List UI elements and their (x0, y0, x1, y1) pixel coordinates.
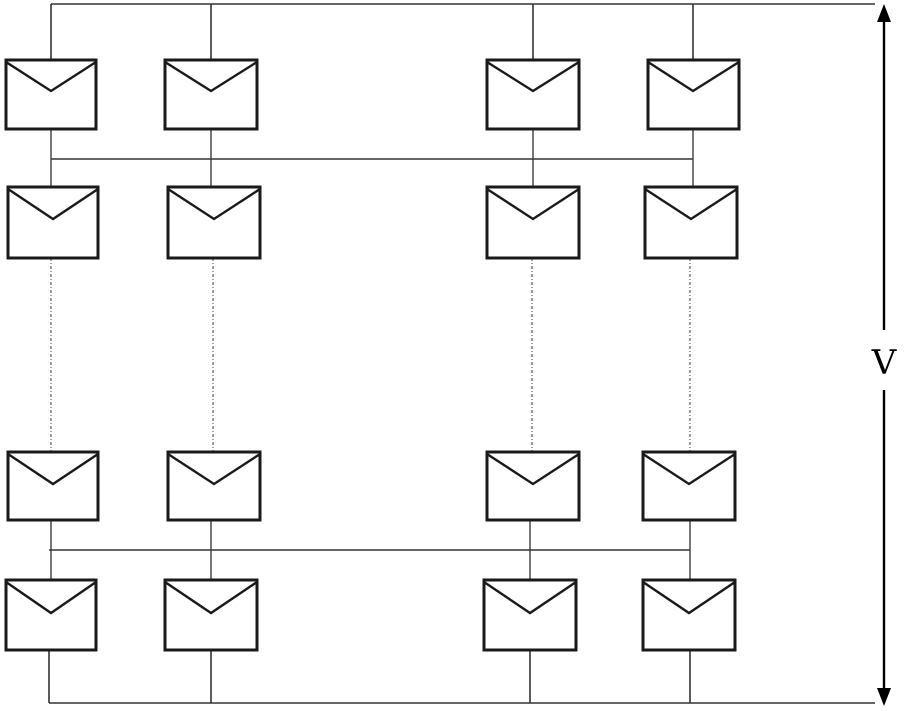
pv-module-row-3 (6, 450, 737, 522)
pv-module-icon (6, 185, 100, 260)
pv-module-icon (485, 450, 581, 522)
bottom-bus (48, 650, 875, 704)
pv-module-icon (4, 578, 98, 652)
pv-module-icon (4, 58, 98, 131)
double-headed-arrow-icon (877, 4, 891, 706)
pv-module-icon (643, 185, 739, 260)
pv-module-icon (482, 578, 578, 652)
pv-module-icon (163, 58, 259, 131)
pv-module-icon (166, 185, 262, 260)
pv-module-icon (641, 450, 737, 522)
pv-module-row-1 (4, 58, 741, 131)
pv-module-row-2 (6, 185, 739, 260)
pv-module-icon (641, 578, 737, 652)
omitted-module-links (50, 258, 691, 452)
pv-module-icon (163, 578, 259, 652)
top-bus (50, 3, 875, 60)
series-connections (50, 129, 694, 580)
pv-module-row-4 (4, 578, 737, 652)
voltage-label: V (871, 343, 898, 383)
pv-module-icon (166, 450, 262, 522)
tie-lines (49, 158, 693, 551)
pv-module-icon (485, 185, 581, 260)
pv-module-icon (6, 450, 100, 522)
pv-module-icon (485, 58, 581, 131)
pv-module-icon (646, 58, 741, 131)
